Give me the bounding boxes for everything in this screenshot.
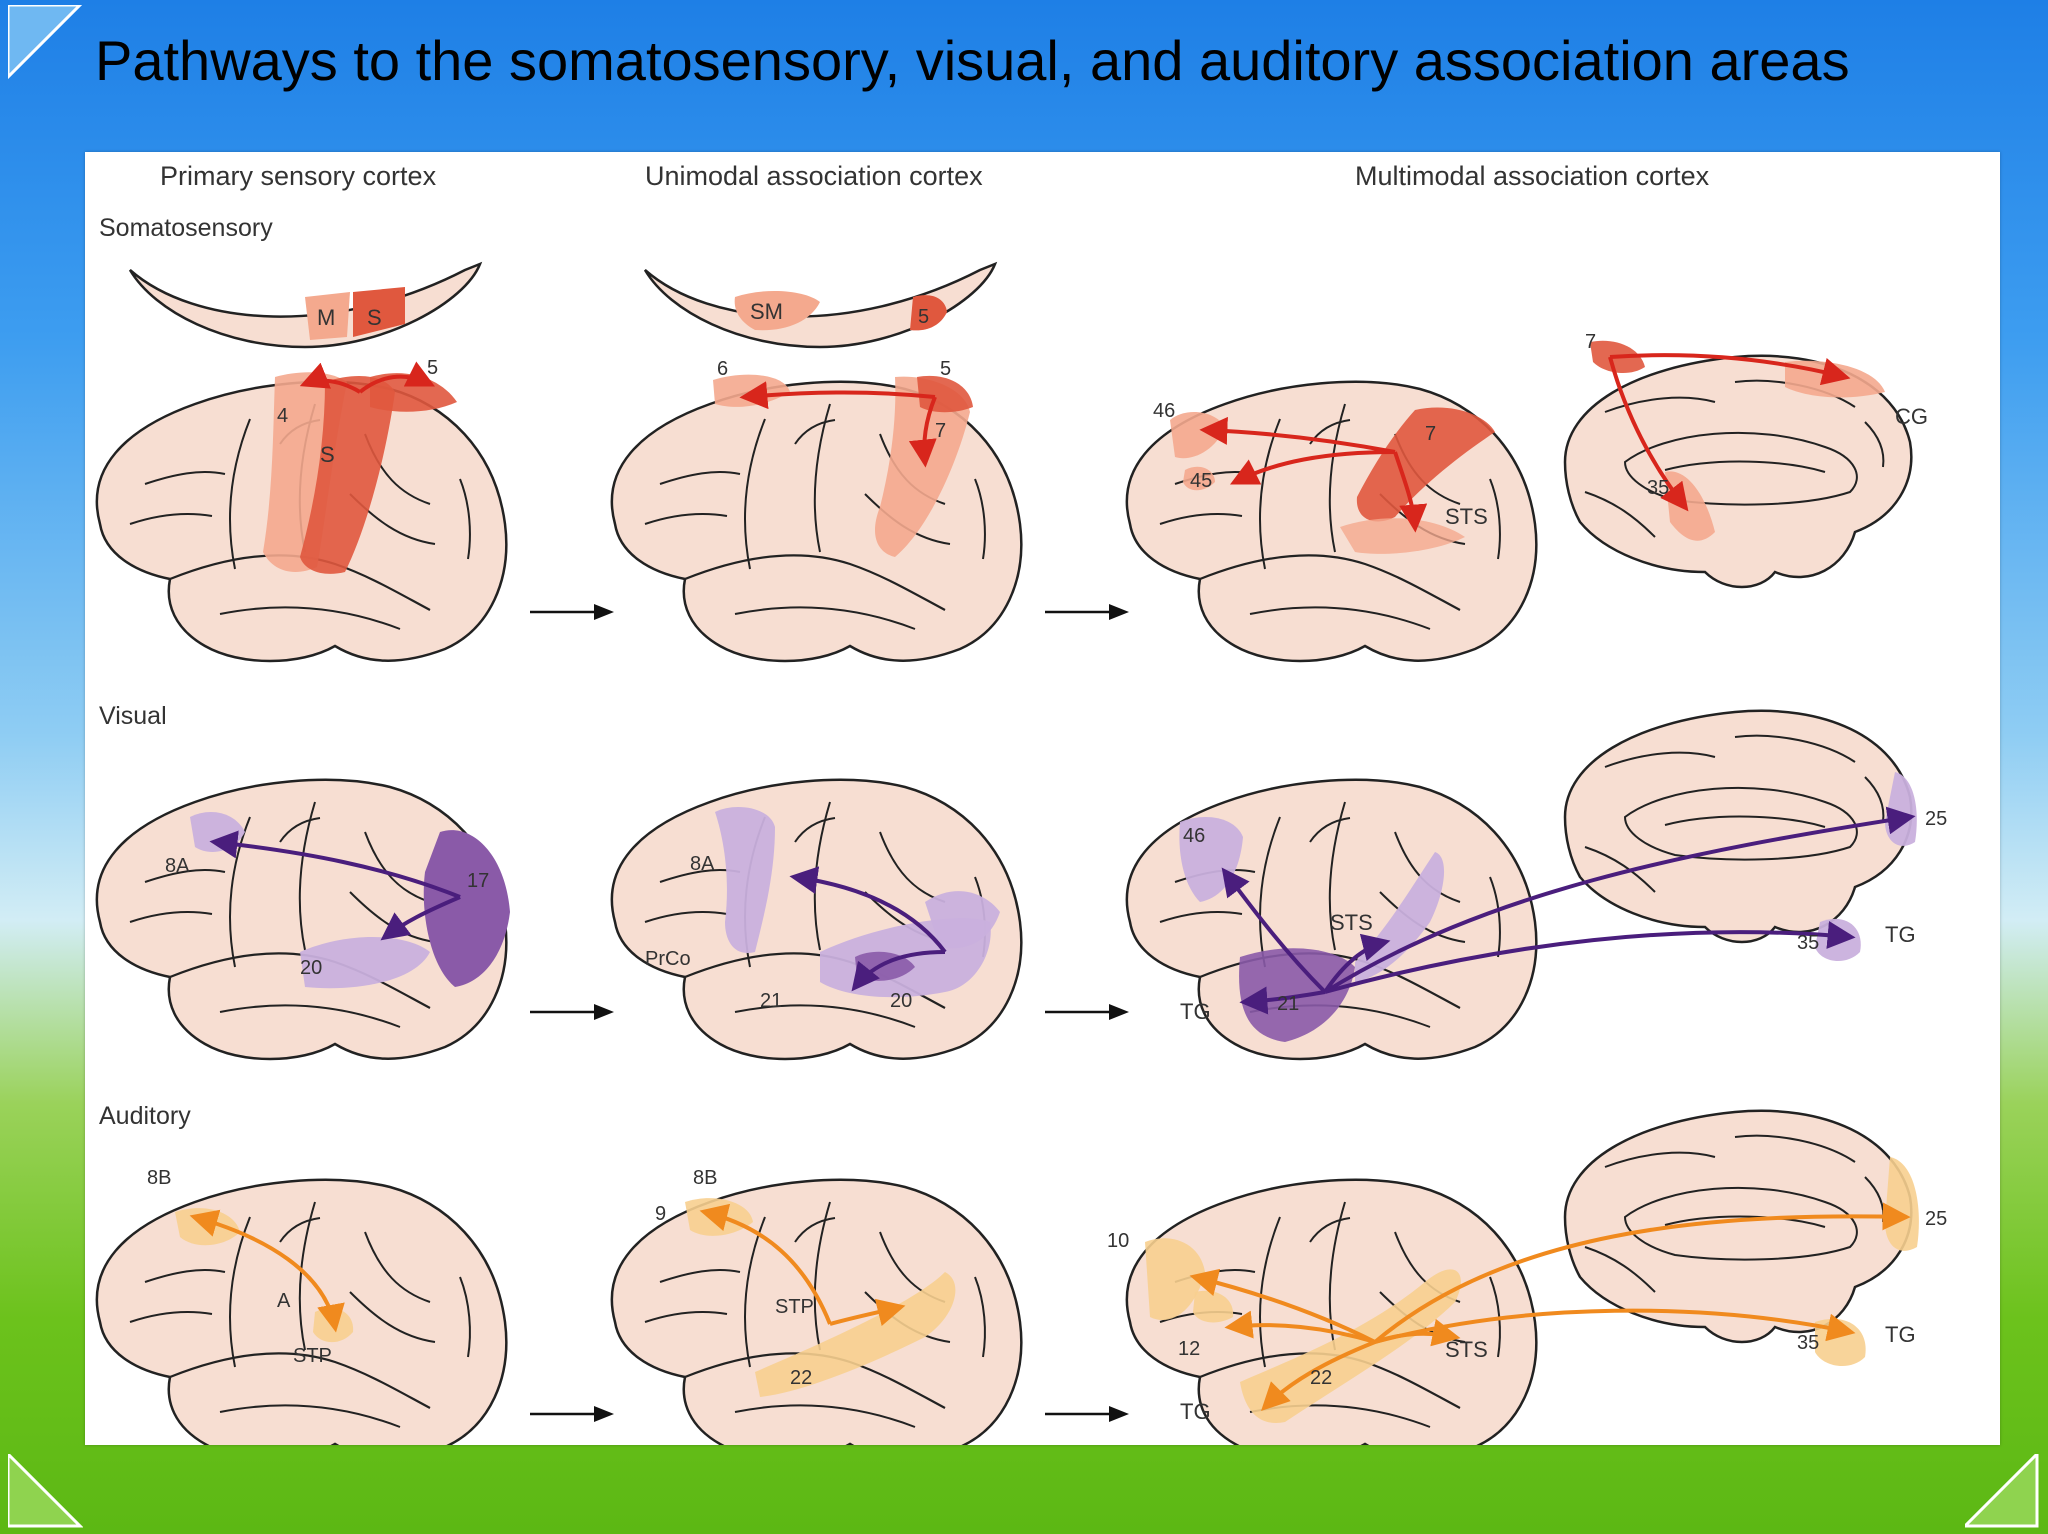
- label-sts: STS: [1445, 1337, 1488, 1362]
- corner-decoration-bottom-left: [8, 1454, 83, 1528]
- label-s-lateral: S: [320, 442, 335, 467]
- figure-canvas: Primary sensory cortex Unimodal associat…: [95, 161, 1947, 1461]
- label-5: 5: [940, 358, 951, 380]
- label-stp: STP: [293, 1345, 332, 1367]
- label-7-lateral: 7: [1425, 423, 1436, 445]
- brain-pathways-figure: Primary sensory cortex Unimodal associat…: [85, 152, 2000, 1461]
- column-header-primary: Primary sensory cortex: [160, 161, 437, 191]
- auditory-primary-brain: 8B A STP: [95, 1167, 508, 1461]
- label-tg-medial: TG: [1885, 1322, 1916, 1347]
- auditory-multimodal-medial-brain: 25 35 TG: [1373, 1109, 1947, 1367]
- corner-decoration-top-left: [8, 5, 83, 80]
- label-7-medial: 7: [1585, 331, 1596, 353]
- label-prco: PrCo: [645, 948, 691, 970]
- row-label-auditory: Auditory: [99, 1102, 191, 1130]
- label-46: 46: [1153, 400, 1175, 422]
- column-header-unimodal: Unimodal association cortex: [645, 161, 983, 191]
- label-35: 35: [1797, 932, 1819, 954]
- label-20: 20: [890, 990, 912, 1012]
- label-8b: 8B: [147, 1167, 171, 1189]
- row-label-somatosensory: Somatosensory: [99, 214, 273, 242]
- auditory-multimodal-lateral-brain: 10 12 TG 22 STS: [1107, 1178, 1538, 1461]
- column-header-multimodal: Multimodal association cortex: [1355, 161, 1710, 191]
- label-22: 22: [790, 1367, 812, 1389]
- slide-title: Pathways to the somatosensory, visual, a…: [95, 29, 1850, 92]
- label-8b: 8B: [693, 1167, 717, 1189]
- label-17: 17: [467, 870, 489, 892]
- somato-unimodal-brain: 6 5 7: [610, 358, 1023, 663]
- corner-decoration-bottom-right: [1965, 1454, 2039, 1528]
- somato-primary-dorsal-view: M S: [128, 261, 483, 349]
- label-25: 25: [1925, 808, 1947, 830]
- label-20: 20: [300, 957, 322, 979]
- auditory-unimodal-brain: 8B 9 STP 22: [610, 1167, 1023, 1461]
- label-4: 4: [277, 405, 288, 427]
- label-22: 22: [1310, 1367, 1332, 1389]
- label-12: 12: [1178, 1338, 1200, 1360]
- label-stp: STP: [775, 1296, 814, 1318]
- label-9: 9: [655, 1203, 666, 1225]
- label-35: 35: [1647, 477, 1669, 499]
- somato-primary-brain: 4 S 5: [95, 357, 508, 663]
- label-25: 25: [1925, 1208, 1947, 1230]
- label-tg-medial: TG: [1885, 922, 1916, 947]
- label-7: 7: [935, 420, 946, 442]
- label-sts: STS: [1445, 504, 1488, 529]
- label-m: M: [317, 305, 335, 330]
- label-46: 46: [1183, 825, 1205, 847]
- visual-unimodal-brain: 8A PrCo 21 20: [610, 778, 1023, 1061]
- label-tg: TG: [1180, 999, 1211, 1024]
- label-8a: 8A: [165, 855, 190, 877]
- label-10: 10: [1107, 1230, 1129, 1252]
- label-35: 35: [1797, 1332, 1819, 1354]
- label-sts: STS: [1330, 910, 1373, 935]
- somato-multimodal-lateral-brain: 46 45 7 STS: [1125, 380, 1538, 663]
- row-label-visual: Visual: [99, 702, 167, 730]
- somato-unimodal-dorsal-view: SM 5: [643, 261, 998, 349]
- visual-primary-brain: 8A 17 20: [95, 778, 510, 1061]
- label-a: A: [277, 1290, 291, 1312]
- label-6: 6: [717, 358, 728, 380]
- somato-multimodal-medial-brain: 7 CG 35: [1563, 331, 1928, 589]
- label-45: 45: [1190, 470, 1212, 492]
- label-sm: SM: [750, 299, 783, 324]
- label-tg: TG: [1180, 1399, 1211, 1424]
- visual-multimodal-lateral-brain: 46 STS TG 21: [1125, 778, 1538, 1061]
- label-8a: 8A: [690, 853, 715, 875]
- label-cg: CG: [1895, 404, 1928, 429]
- visual-multimodal-medial-brain: 25 35 TG: [1323, 709, 1947, 994]
- label-21: 21: [760, 990, 782, 1012]
- label-21: 21: [1277, 993, 1299, 1015]
- label-s: S: [367, 305, 382, 330]
- label-5: 5: [427, 357, 438, 379]
- label-5-top: 5: [918, 306, 929, 328]
